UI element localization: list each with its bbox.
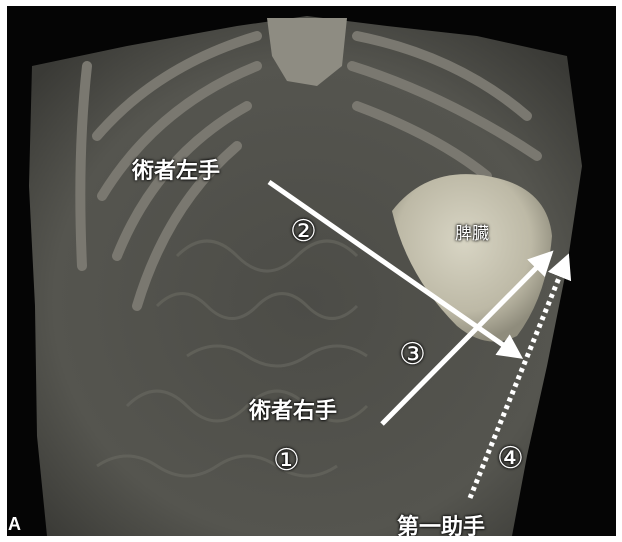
label-spleen: 脾臓 xyxy=(455,219,489,244)
label-surgeon-left-hand: 術者左手 xyxy=(132,153,220,185)
panel-label: A xyxy=(8,514,21,535)
label-first-assistant: 第一助手 xyxy=(397,509,485,536)
marker-3: ③ xyxy=(399,337,426,372)
ct-image-frame: 術者左手 術者右手 第一助手 脾臓 ① ② ③ ④ A xyxy=(7,6,616,536)
marker-4: ④ xyxy=(497,441,524,476)
marker-2: ② xyxy=(290,214,317,249)
marker-1: ① xyxy=(273,443,300,478)
abdominal-ct-rendering xyxy=(7,6,616,536)
label-surgeon-right-hand: 術者右手 xyxy=(249,393,337,425)
